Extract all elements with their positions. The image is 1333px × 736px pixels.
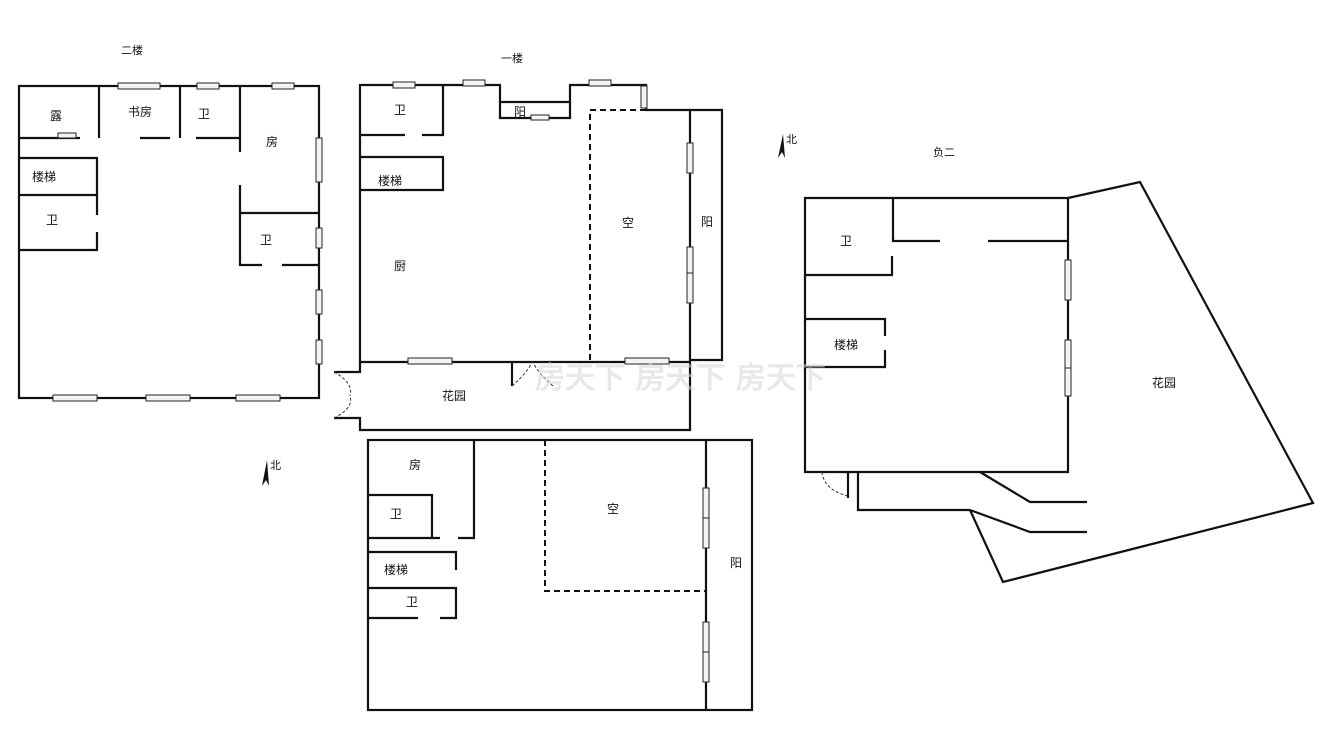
room-label-bath: 卫 [390,507,402,521]
second-floor-plan: 二楼 露 书房 卫 房 楼梯 卫 卫 [17,43,323,402]
basement-1-windows [702,487,710,683]
room-label-bedroom: 房 [266,134,278,149]
room-label-stairs: 楼梯 [834,337,858,352]
room-label-balcony: 阳 [514,105,526,119]
first-floor-title: 一楼 [501,51,523,65]
garden-doors [333,361,554,419]
room-label-stairs: 楼梯 [384,562,408,577]
north-arrow-icon: 北 [262,459,281,486]
room-label-bedroom: 房 [409,457,421,472]
basement-2-windows [1064,259,1072,397]
first-floor-windows [392,79,694,365]
room-label-bath: 卫 [198,107,210,121]
room-label-bath: 卫 [840,234,852,248]
room-label-bath: 卫 [406,595,418,609]
room-label-bath: 卫 [46,213,58,227]
room-label-bath: 卫 [394,103,406,117]
room-label-stairs: 楼梯 [378,173,402,188]
second-floor-title: 二楼 [121,43,143,57]
second-floor-windows [52,82,323,402]
basement-1-plan: 房 卫 楼梯 卫 空 阳 [366,438,754,712]
first-floor-plan: 一楼 卫 阳 楼梯 [333,51,724,432]
basement-2-plan: 负二 卫 楼梯 花园 [803,145,1315,584]
room-label-void: 空 [607,502,619,516]
north-label: 北 [270,459,281,472]
room-label-garden: 花园 [1152,375,1176,390]
room-label-void: 空 [622,216,634,230]
room-label-kitchen: 厨 [394,259,406,273]
room-label-stairs: 楼梯 [32,169,56,184]
room-label-study: 书房 [128,104,152,119]
north-label: 北 [786,133,797,146]
basement-2-title: 负二 [933,145,955,159]
room-label-garden: 花园 [442,388,466,403]
watermark: 房天下 房天下 房天下 [535,361,826,396]
room-label-terrace: 露 [50,109,62,123]
room-label-balcony: 阳 [701,215,713,229]
room-label-bath: 卫 [260,233,272,247]
room-label-balcony: 阳 [730,556,742,570]
north-arrow-icon: 北 [778,133,797,158]
